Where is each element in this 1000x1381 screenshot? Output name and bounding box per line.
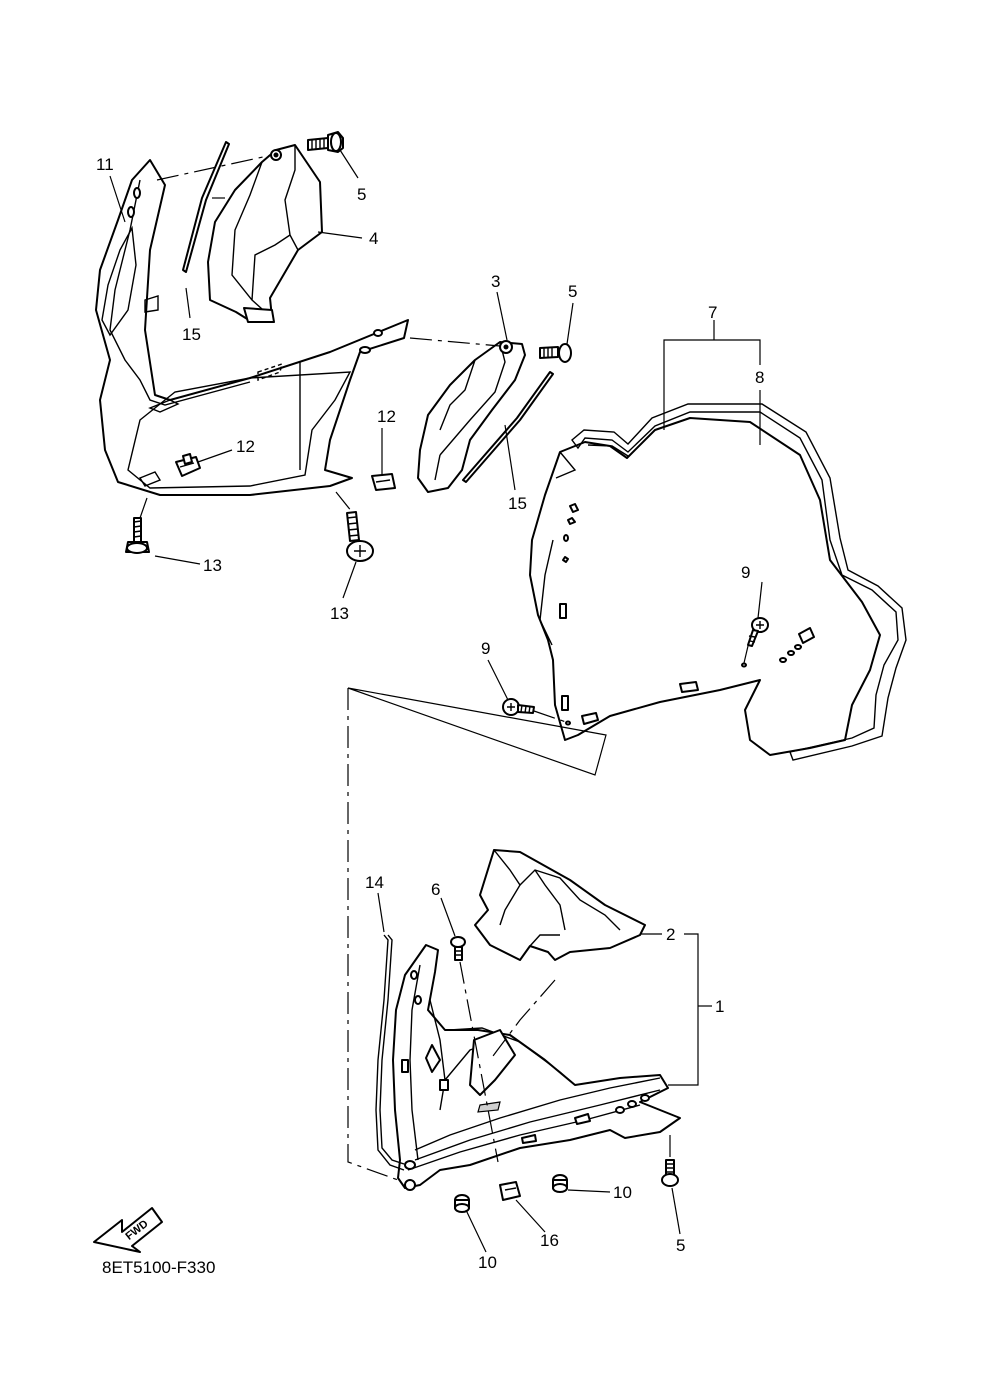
callout-4: 4 bbox=[369, 229, 378, 248]
callout-15: 15 bbox=[182, 325, 201, 344]
forward-direction-arrow-icon: FWD bbox=[93, 1207, 163, 1253]
callout-13: 13 bbox=[330, 604, 349, 623]
strip-part-15-middle bbox=[462, 371, 554, 483]
callout-5: 5 bbox=[357, 185, 366, 204]
duct-cover-part-4 bbox=[207, 144, 323, 323]
alignment-line bbox=[489, 979, 556, 1061]
molding-part-8 bbox=[571, 403, 907, 761]
alignment-line bbox=[347, 687, 607, 776]
side-cowling-part-11 bbox=[95, 159, 409, 496]
callout-10: 10 bbox=[613, 1183, 632, 1202]
screw-part-13-middle bbox=[346, 511, 374, 562]
callout-12: 12 bbox=[236, 437, 255, 456]
strip-part-14 bbox=[375, 934, 405, 1171]
screw-part-9-left bbox=[502, 698, 571, 726]
collar-part-10-left bbox=[454, 1194, 470, 1213]
alignment-line bbox=[409, 337, 501, 347]
callout-7: 7 bbox=[708, 303, 717, 322]
strip-part-15-upper bbox=[182, 141, 230, 273]
callout-5: 5 bbox=[568, 282, 577, 301]
callout-11: 11 bbox=[96, 155, 114, 174]
callout-9: 9 bbox=[481, 639, 490, 658]
collar-part-10-right bbox=[552, 1174, 568, 1193]
alignment-line bbox=[335, 491, 353, 513]
inner-panel-part-1 bbox=[392, 944, 681, 1191]
alignment-line bbox=[347, 688, 399, 1181]
alignment-line bbox=[156, 154, 273, 181]
callout-10: 10 bbox=[478, 1253, 497, 1272]
screw-part-13-left bbox=[125, 517, 150, 554]
screw-part-6 bbox=[450, 936, 499, 1163]
diagram-code: 8ET5100-F330 bbox=[102, 1258, 215, 1277]
callout-9: 9 bbox=[741, 563, 750, 582]
leader-lines bbox=[109, 149, 763, 1253]
bolt-part-5-upper bbox=[307, 131, 344, 153]
callout-8: 8 bbox=[755, 368, 764, 387]
duct-cover-part-3 bbox=[417, 340, 526, 493]
clip-nut-part-12-right bbox=[371, 473, 396, 491]
callout-3: 3 bbox=[491, 272, 500, 291]
bolt-part-5-middle bbox=[539, 343, 572, 363]
callout-5: 5 bbox=[676, 1236, 685, 1255]
callout-2: 2 bbox=[666, 925, 675, 944]
callout-1: 1 bbox=[715, 997, 724, 1016]
windshield-part-7 bbox=[529, 417, 881, 756]
callout-14: 14 bbox=[365, 873, 384, 892]
callout-16: 16 bbox=[540, 1231, 559, 1250]
screw-part-9-right bbox=[741, 617, 769, 668]
bolt-part-5-lower bbox=[661, 1159, 679, 1187]
clip-nut-part-12-left bbox=[175, 453, 201, 477]
alignment-line bbox=[139, 497, 148, 519]
callout-6: 6 bbox=[431, 880, 440, 899]
clip-nut-part-16 bbox=[499, 1181, 521, 1201]
callout-labels: 11 5 4 15 12 12 13 13 3 5 15 7 8 9 9 14 … bbox=[96, 155, 764, 1272]
inner-panel-part-2 bbox=[474, 849, 646, 961]
callout-13: 13 bbox=[203, 556, 222, 575]
callout-15: 15 bbox=[508, 494, 527, 513]
callout-12: 12 bbox=[377, 407, 396, 426]
